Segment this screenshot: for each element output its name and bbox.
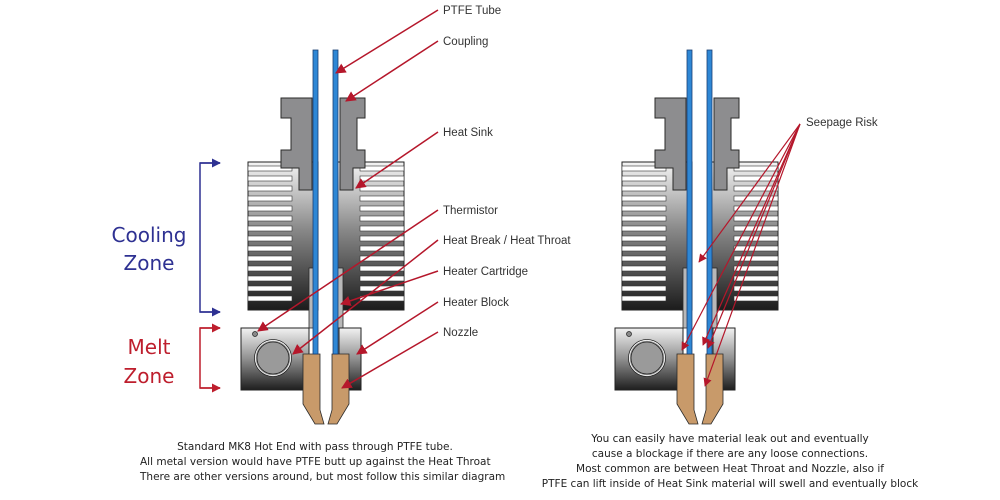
heat-sink-fin bbox=[359, 255, 405, 262]
hotend-assembly bbox=[240, 49, 405, 425]
heat-sink-fin bbox=[247, 225, 293, 232]
melt-zone-line2: Zone bbox=[124, 364, 175, 388]
ptfe-tube-right bbox=[332, 49, 339, 355]
heat-sink-fin bbox=[247, 275, 293, 282]
coupling-left bbox=[280, 97, 313, 191]
heat-sink-fin bbox=[247, 215, 293, 222]
label-heater-block: Heater Block bbox=[443, 297, 509, 309]
heat-sink-fin bbox=[359, 205, 405, 212]
seepage-arrow-2 bbox=[681, 123, 801, 351]
heat-sink-right bbox=[333, 161, 405, 311]
left-arrows bbox=[257, 9, 439, 389]
left-caption-line: Standard MK8 Hot End with pass through P… bbox=[177, 441, 453, 453]
arrow-ptfe-tube bbox=[335, 9, 439, 74]
right-caption-line: You can easily have material leak out an… bbox=[591, 433, 869, 445]
label-heat-break: Heat Break / Heat Throat bbox=[443, 235, 571, 247]
heat-sink-fin bbox=[359, 235, 405, 242]
heat-sink-fin bbox=[359, 225, 405, 232]
heat-sink-fin bbox=[359, 275, 405, 282]
arrow-heater-block bbox=[356, 301, 439, 355]
melt-zone-bracket bbox=[199, 323, 221, 393]
left-labels: PTFE Tube Coupling Heat Sink Thermistor … bbox=[443, 5, 571, 339]
heat-sink-fin bbox=[247, 205, 293, 212]
heat-sink-fin bbox=[359, 265, 405, 272]
thermistor bbox=[252, 331, 258, 337]
label-thermistor: Thermistor bbox=[443, 205, 498, 217]
ptfe-tube-left bbox=[312, 49, 319, 355]
label-ptfe-tube: PTFE Tube bbox=[443, 5, 501, 17]
arrow-thermistor bbox=[257, 209, 439, 332]
cooling-zone-line1: Cooling bbox=[112, 223, 187, 247]
right-caption: You can easily have material leak out an… bbox=[540, 432, 920, 492]
heat-sink-fin bbox=[247, 235, 293, 242]
heater-cartridge bbox=[254, 339, 292, 377]
left-caption-line: There are other versions around, but mos… bbox=[140, 471, 506, 483]
arrow-heat-sink bbox=[355, 131, 439, 189]
left-caption: Standard MK8 Hot End with pass through P… bbox=[140, 440, 506, 485]
heat-sink-fin bbox=[247, 285, 293, 292]
right-caption-line: Most common are between Heat Throat and … bbox=[576, 463, 884, 475]
arrow-nozzle bbox=[341, 331, 439, 389]
cooling-zone-line2: Zone bbox=[124, 251, 175, 275]
melt-zone-line1: Melt bbox=[128, 335, 171, 359]
heat-sink-fin bbox=[247, 195, 293, 202]
right-caption-line: PTFE can lift inside of Heat Sink materi… bbox=[541, 478, 919, 490]
seepage-arrow-1 bbox=[698, 123, 801, 263]
heat-sink-fin bbox=[247, 255, 293, 262]
heater-cartridge-outline bbox=[254, 339, 292, 377]
heat-sink-fin bbox=[247, 295, 293, 302]
heat-sink-fin bbox=[359, 215, 405, 222]
heater-cartridge-inner bbox=[256, 341, 290, 375]
label-heater-cartridge: Heater Cartridge bbox=[443, 266, 528, 278]
left-caption-line: All metal version would have PTFE butt u… bbox=[140, 456, 491, 468]
label-heat-sink: Heat Sink bbox=[443, 127, 493, 139]
heat-sink-fin bbox=[247, 185, 293, 192]
arrow-heater-cartridge bbox=[340, 270, 439, 306]
heat-sink-fin bbox=[247, 175, 293, 182]
seepage-arrow-4 bbox=[706, 123, 801, 349]
right-caption-line: cause a blockage if there are any loose … bbox=[591, 448, 869, 460]
arrow-coupling bbox=[345, 40, 439, 102]
heat-sink-fin bbox=[359, 285, 405, 292]
cooling-zone-bracket bbox=[199, 158, 221, 317]
label-seepage-risk: Seepage Risk bbox=[806, 117, 878, 129]
coupling-right bbox=[339, 97, 366, 191]
nozzle-left bbox=[302, 353, 325, 425]
heat-sink-fin bbox=[359, 295, 405, 302]
heat-sink-fin bbox=[247, 265, 293, 272]
nozzle-right bbox=[327, 353, 350, 425]
seepage-arrows bbox=[681, 123, 801, 387]
seepage-arrow-3 bbox=[702, 123, 801, 346]
label-coupling: Coupling bbox=[443, 36, 488, 48]
heat-sink-fin bbox=[359, 185, 405, 192]
heat-sink-fin bbox=[247, 245, 293, 252]
seepage-arrow-5 bbox=[703, 123, 801, 387]
label-nozzle: Nozzle bbox=[443, 327, 478, 339]
heat-sink-fin bbox=[359, 195, 405, 202]
arrow-heat-break bbox=[292, 239, 439, 355]
